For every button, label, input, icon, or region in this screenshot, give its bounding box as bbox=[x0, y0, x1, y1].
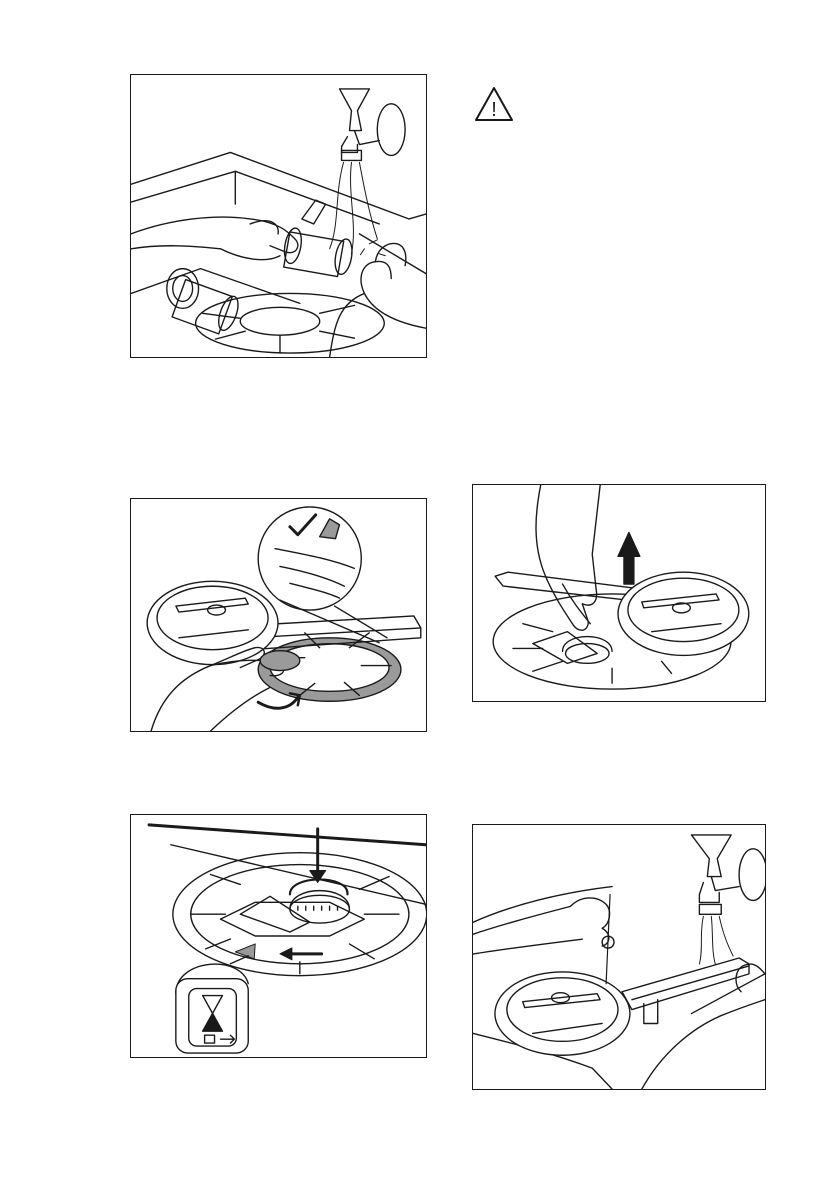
left-arrow-icon bbox=[280, 948, 322, 960]
figure-rinse-filters bbox=[130, 74, 427, 358]
figure-clean-spray-arm bbox=[472, 824, 766, 1090]
tap-icon bbox=[340, 89, 406, 160]
figure-remove-spray-arm bbox=[472, 484, 766, 702]
figure-insert-filter-assembly bbox=[130, 814, 427, 1058]
tap-icon bbox=[691, 835, 765, 914]
up-arrow-icon bbox=[618, 533, 640, 585]
hand-icon bbox=[536, 485, 600, 630]
figure-install-flat-filter bbox=[130, 498, 427, 732]
filter-icon bbox=[167, 269, 242, 334]
hand-icon bbox=[131, 217, 426, 357]
lock-icon bbox=[176, 964, 248, 1053]
warning-symbol: ! bbox=[491, 99, 497, 121]
warning-triangle-icon: ! bbox=[474, 86, 514, 122]
